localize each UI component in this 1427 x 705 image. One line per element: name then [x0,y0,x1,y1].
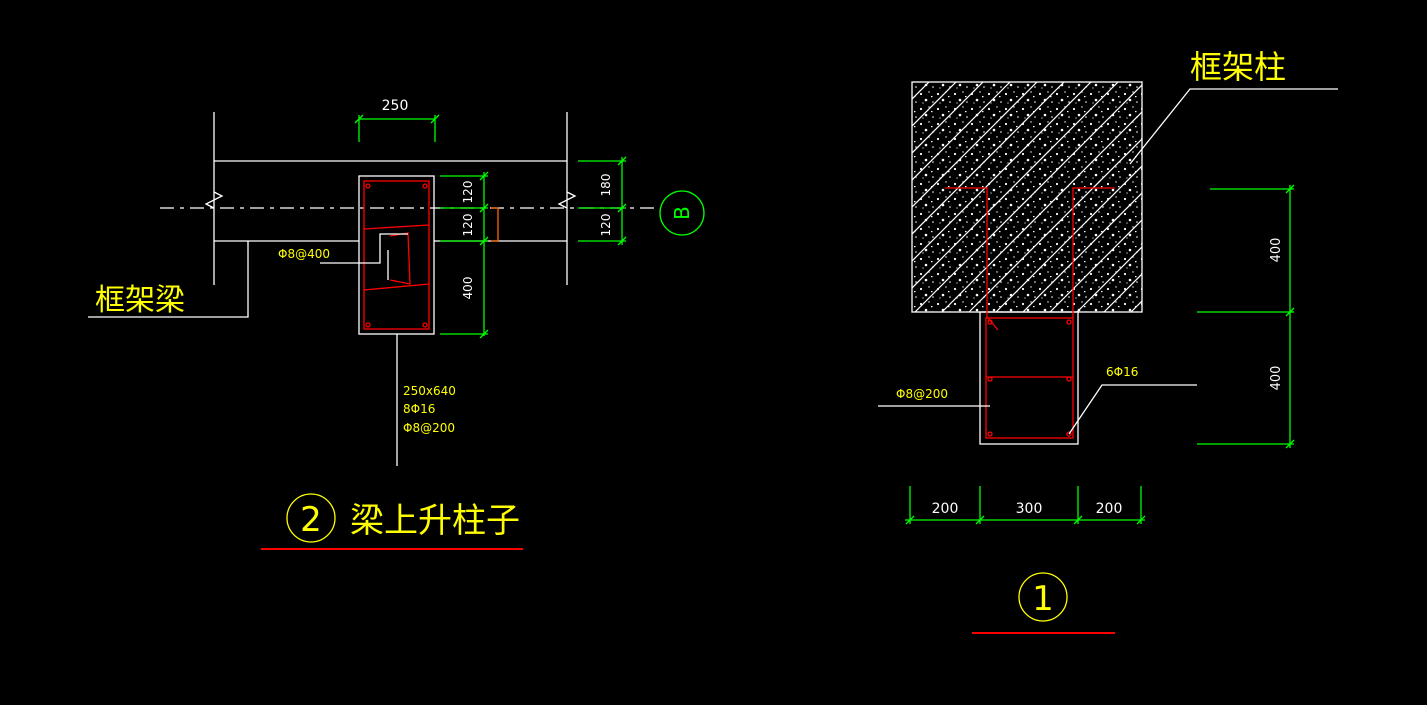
hatch-line [912,82,957,127]
stirrup-leader [320,233,408,280]
detail-2-title: 梁上升柱子 [350,501,520,541]
hatch-line [912,82,1092,262]
dim-upper-text: 400 [1269,238,1284,263]
beam-label: 框架梁 [95,283,185,318]
rebar-cage [363,180,430,330]
dim-bottom-1-text: 200 [932,501,959,517]
hatch-line [941,111,1142,312]
hatch-line [1049,219,1142,312]
beam-outline [88,112,660,318]
hatch-line [912,82,1119,289]
step-mark [491,207,499,242]
detail-2-number: 2 [300,500,322,540]
axis-bubble-label: B [670,206,694,220]
hatch-line [995,165,1142,312]
column-label: 框架柱 [1190,48,1286,86]
dim-lower-text: 400 [1269,366,1284,391]
left-detail [88,112,705,550]
dim-far-2-text: 120 [599,214,613,237]
dim-bottom-3-text: 200 [1096,501,1123,517]
hatch-line [912,82,930,100]
bars-label: 6Φ16 [1106,365,1138,379]
dim-top [354,114,440,142]
detail-2-circle [286,493,336,543]
dim-right-chain [440,171,489,339]
dim-right-3-text: 400 [461,277,475,300]
dim-right-vertical [1197,184,1295,449]
hatch-line [914,84,1142,312]
column-section [358,175,435,335]
detail-1-number: 1 [1032,579,1054,619]
dim-right-1-text: 120 [461,181,475,204]
dim-right-2-text: 120 [461,214,475,237]
hatch-line [1158,82,1388,312]
hatch-line [1022,192,1142,312]
right-detail [672,81,1388,634]
dim-far-1-text: 180 [599,174,613,197]
upstand-rebar [945,187,1115,439]
dim-bottom-chain [905,486,1146,525]
concrete-column [672,81,1388,313]
hatch-line [912,82,1038,208]
stirrup-label-left: Φ8@400 [278,247,330,261]
hatch-line [1130,300,1142,312]
dim-far-chain [578,156,705,246]
spec-section-text: 250x640 [403,384,456,398]
stirrup-label-right: Φ8@200 [896,387,948,401]
hatch-line [912,82,1011,181]
spec-stirrup-text: Φ8@200 [403,421,455,435]
hatch-line [968,138,1142,312]
column-label-leader [1129,88,1338,165]
spec-bars-text: 8Φ16 [403,402,435,416]
hatch-line [672,82,902,312]
hatch-line [1076,246,1142,312]
detail-1-circle [1018,572,1068,622]
upstand-section [979,311,1079,445]
dim-top-width-text: 250 [382,98,409,114]
upstand-leaders [878,384,1197,435]
hatch-line [912,82,1065,235]
hatch-line [912,82,984,154]
dim-bottom-2-text: 300 [1016,501,1043,517]
